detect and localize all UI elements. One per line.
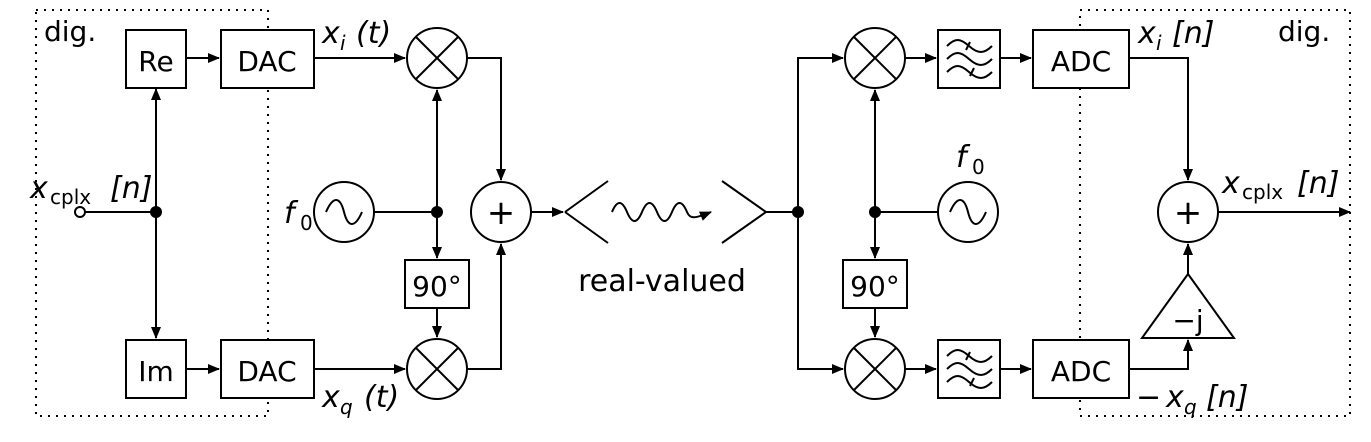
svg-text:[n]: [n] — [1172, 16, 1214, 51]
rx-output-label: x cplx [n] — [1221, 166, 1339, 204]
rx-digital-region — [1079, 9, 1351, 417]
tx-xq-label: x q (t) — [321, 380, 399, 419]
rx-wire-i-sum — [1129, 57, 1193, 181]
svg-text:q: q — [1184, 395, 1197, 419]
adc-q-block — [1032, 339, 1130, 399]
tx-wire-i-sum — [467, 57, 506, 181]
rx-wire-to-mixer-q — [797, 212, 844, 374]
rx-phase-label: 90° — [850, 270, 900, 303]
tx-sum-symbol: + — [487, 193, 516, 233]
rx-dig-label: dig. — [1278, 15, 1330, 48]
tx-oscillator — [313, 181, 375, 243]
svg-text:x: x — [321, 16, 340, 51]
rx-oscillator — [937, 181, 999, 243]
gain-block — [1140, 272, 1236, 339]
svg-text:x: x — [1165, 380, 1184, 415]
rx-sum-symbol: + — [1174, 193, 1203, 233]
rx-wire-to-mixer-i — [797, 53, 844, 212]
rx-xi-label: x i [n] — [1137, 16, 1214, 55]
channel-label: real-valued — [578, 264, 746, 299]
tx-mixer-q — [406, 338, 468, 400]
dac-i-label: DAC — [237, 45, 296, 78]
im-label: Im — [138, 355, 174, 388]
svg-text:x: x — [1137, 16, 1156, 51]
rx-wire-q-gain — [1129, 339, 1193, 370]
rx-mixer-q — [844, 338, 906, 400]
rx-mixer-i — [844, 27, 906, 89]
tx-input-terminal — [74, 206, 86, 218]
svg-text:−: − — [1136, 380, 1161, 415]
svg-text:i: i — [1156, 31, 1162, 55]
tx-wire-q-sum — [467, 243, 506, 370]
rx-f0-label: f 0 — [956, 140, 985, 179]
svg-text:i: i — [340, 31, 346, 55]
dac-i-block — [220, 29, 315, 89]
tx-antenna — [564, 180, 609, 244]
tx-dig-label: dig. — [44, 15, 96, 48]
svg-text:[n]: [n] — [1206, 380, 1248, 415]
svg-text:x: x — [29, 171, 48, 206]
dac-q-block — [220, 339, 315, 399]
svg-text:[n]: [n] — [1297, 166, 1339, 201]
svg-text:x: x — [321, 380, 340, 415]
adc-q-label: ADC — [1051, 355, 1111, 388]
svg-text:f: f — [956, 140, 971, 175]
svg-text:(t): (t) — [356, 16, 391, 51]
svg-text:[n]: [n] — [110, 171, 152, 206]
svg-text:0: 0 — [972, 155, 985, 179]
svg-text:cplx: cplx — [50, 185, 91, 209]
tx-mixer-i — [406, 27, 468, 89]
tx-phase-label: 90° — [412, 270, 462, 303]
rx-antenna — [721, 180, 768, 244]
adc-i-label: ADC — [1051, 45, 1111, 78]
dac-q-label: DAC — [237, 355, 296, 388]
adc-i-block — [1032, 29, 1130, 89]
tx-phase-shifter — [404, 259, 470, 309]
re-label: Re — [138, 45, 173, 78]
wireless-signal — [611, 202, 712, 222]
tx-xi-label: x i (t) — [321, 16, 391, 55]
svg-text:f: f — [284, 196, 299, 231]
tx-input-label: x cplx [n] — [29, 171, 152, 209]
rx-lo-node — [869, 206, 881, 218]
tx-f0-label: f 0 — [284, 196, 313, 235]
svg-text:0: 0 — [300, 211, 313, 235]
gain-label: −j — [1172, 304, 1203, 337]
lpf-i-block — [937, 29, 1001, 89]
svg-text:cplx: cplx — [1242, 180, 1283, 204]
svg-text:x: x — [1221, 166, 1240, 201]
lpf-q-block — [937, 339, 1001, 399]
svg-text:q: q — [340, 395, 353, 419]
svg-text:(t): (t) — [364, 380, 399, 415]
rx-xq-label: − x q [n] — [1136, 380, 1248, 419]
